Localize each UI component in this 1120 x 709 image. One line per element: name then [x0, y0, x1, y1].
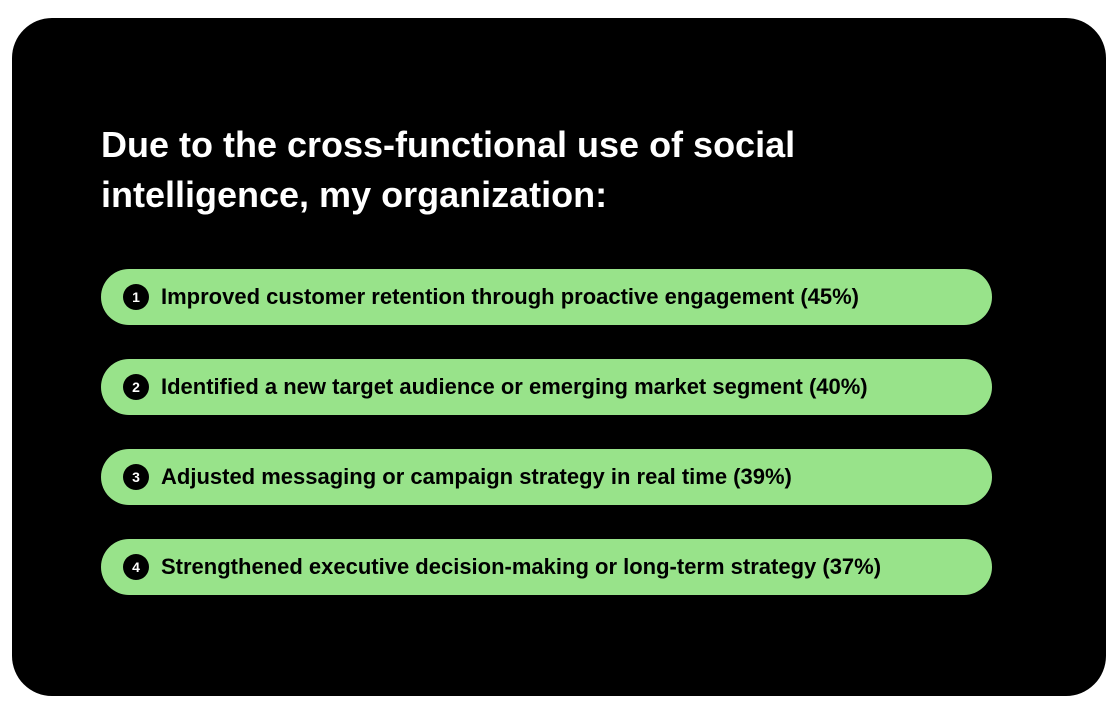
result-item: 1 Improved customer retention through pr…: [101, 269, 992, 325]
item-number-badge: 3: [123, 464, 149, 490]
result-item: 4 Strengthened executive decision-making…: [101, 539, 992, 595]
result-item: 3 Adjusted messaging or campaign strateg…: [101, 449, 992, 505]
item-number-badge: 1: [123, 284, 149, 310]
item-label: Adjusted messaging or campaign strategy …: [161, 464, 792, 489]
result-item: 2 Identified a new target audience or em…: [101, 359, 992, 415]
item-label: Strengthened executive decision-making o…: [161, 554, 882, 579]
survey-card: Due to the cross-functional use of socia…: [12, 18, 1106, 696]
item-label: Identified a new target audience or emer…: [161, 374, 868, 399]
item-number-badge: 2: [123, 374, 149, 400]
item-number-badge: 4: [123, 554, 149, 580]
item-label: Improved customer retention through proa…: [161, 284, 860, 309]
results-list: 1 Improved customer retention through pr…: [101, 269, 992, 629]
card-title: Due to the cross-functional use of socia…: [101, 124, 796, 215]
